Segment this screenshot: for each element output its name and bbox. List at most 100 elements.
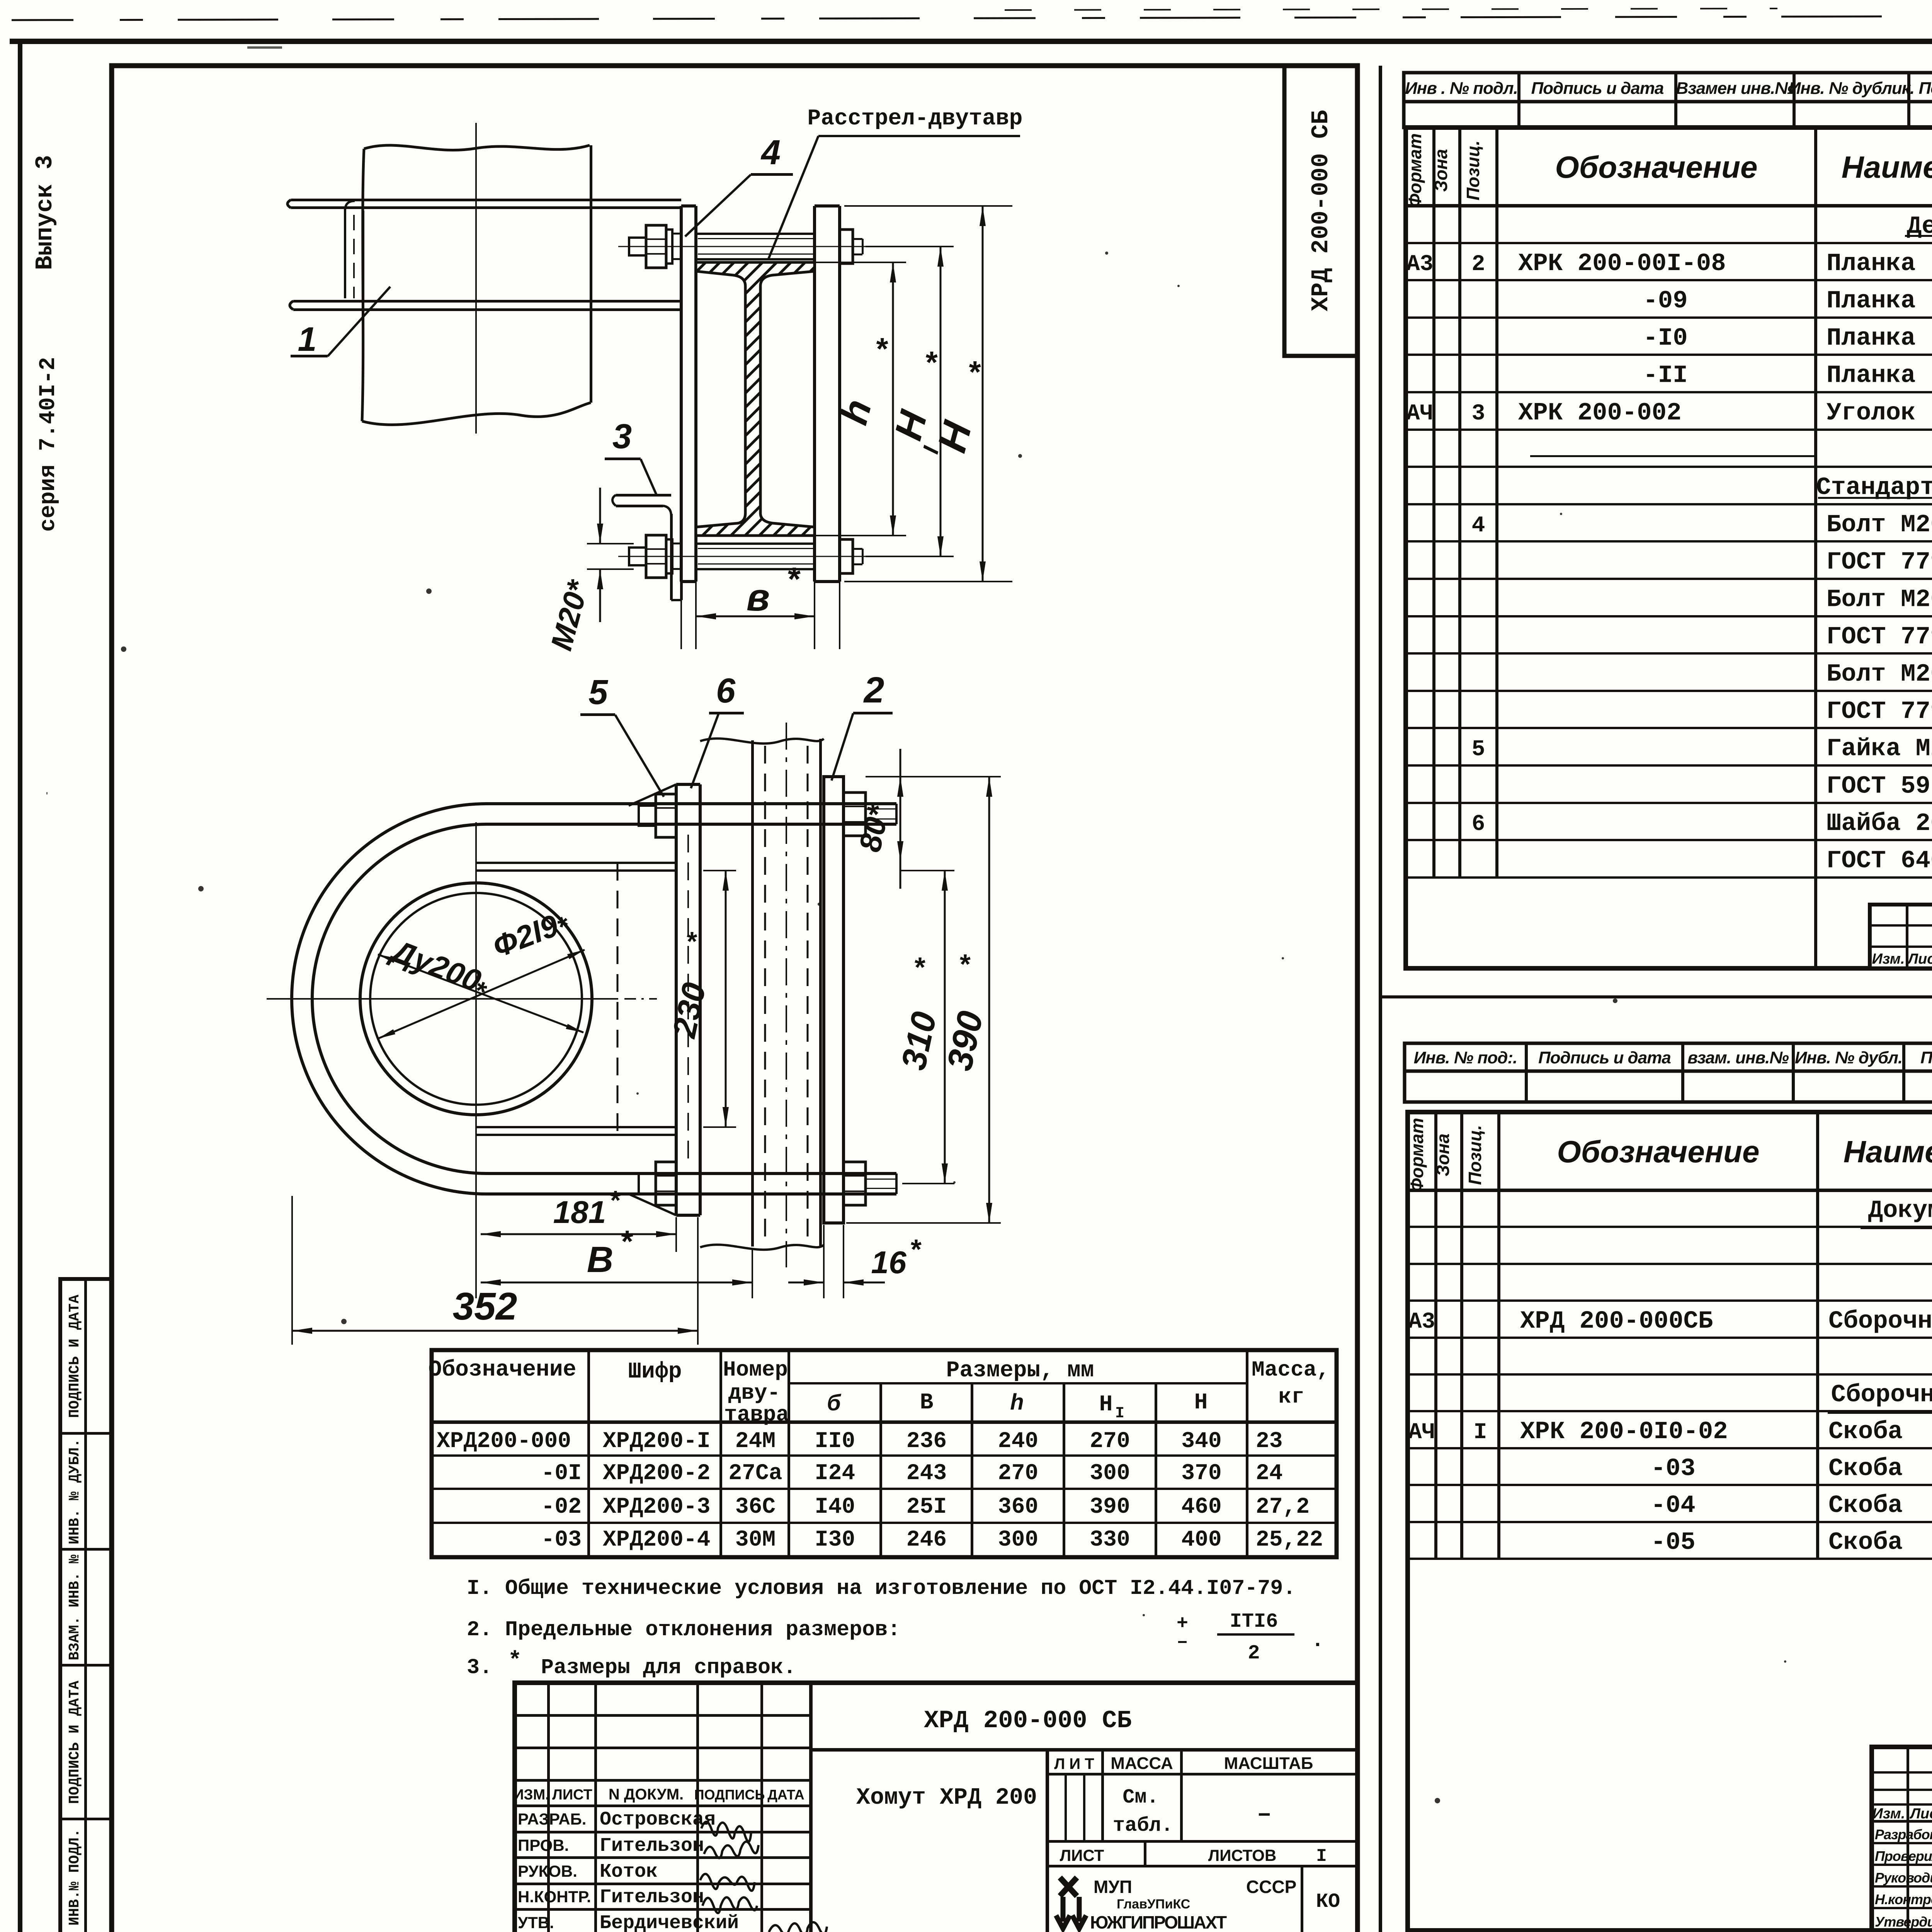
svg-text:Взамен инв.№: Взамен инв.№ <box>1676 79 1794 98</box>
svg-text:1: 1 <box>298 320 317 358</box>
svg-text:240: 240 <box>998 1429 1038 1454</box>
svg-text:Выпуск 3: Выпуск 3 <box>31 155 59 270</box>
svg-text:390: 390 <box>1090 1495 1130 1520</box>
svg-text:370: 370 <box>1181 1461 1221 1486</box>
svg-text:Шифр: Шифр <box>628 1359 682 1384</box>
svg-text:Проверил: Проверил <box>1875 1848 1932 1864</box>
svg-text:ЛИСТОВ: ЛИСТОВ <box>1208 1846 1277 1864</box>
svg-text:300: 300 <box>1090 1461 1130 1486</box>
svg-text:6: 6 <box>716 672 736 710</box>
svg-text:2: 2 <box>863 670 884 711</box>
svg-text:Н: Н <box>1099 1392 1113 1417</box>
svg-text:КО: КО <box>1316 1890 1340 1913</box>
svg-text:4: 4 <box>760 133 781 172</box>
svg-text:ИЗМ.: ИЗМ. <box>513 1787 549 1803</box>
svg-text:Скоба: Скоба <box>1828 1529 1903 1557</box>
svg-text:3: 3 <box>1472 401 1485 427</box>
svg-text:27,2: 27,2 <box>1256 1495 1310 1520</box>
svg-text:РУКОВ.: РУКОВ. <box>518 1862 577 1880</box>
svg-text:Н: Н <box>1194 1390 1208 1415</box>
svg-text:Формат: Формат <box>1407 1118 1427 1192</box>
svg-text:Скоба: Скоба <box>1828 1418 1903 1446</box>
svg-text:ХРД200-3: ХРД200-3 <box>603 1495 710 1520</box>
svg-text:Гайка М20.8.0I9: Гайка М20.8.0I9 <box>1827 735 1932 763</box>
svg-text:Л И Т: Л И Т <box>1054 1755 1094 1772</box>
svg-text:-0I: -0I <box>541 1461 582 1486</box>
svg-text:243: 243 <box>906 1461 947 1486</box>
svg-text:Изм.: Изм. <box>1872 951 1905 967</box>
svg-text:Подпись и дата: Подпись и дата <box>1538 1048 1671 1067</box>
svg-text:27Са: 27Са <box>728 1461 782 1486</box>
svg-text:Уголок: Уголок <box>1827 400 1915 427</box>
svg-text:Позиц.: Позиц. <box>1463 140 1483 200</box>
svg-text:ХРК 200-00I-08: ХРК 200-00I-08 <box>1518 250 1726 278</box>
svg-text:Документация: Документация <box>1868 1197 1932 1225</box>
svg-text:24М: 24М <box>735 1429 776 1454</box>
svg-text:–: – <box>1177 1631 1188 1653</box>
svg-text:-II: -II <box>1643 362 1687 390</box>
svg-text:30М: 30М <box>735 1527 776 1553</box>
svg-text:ЛИСТ: ЛИСТ <box>552 1787 592 1803</box>
svg-text:Шайба 20.65Г.0I9: Шайба 20.65Г.0I9 <box>1827 810 1932 838</box>
svg-text:246: 246 <box>906 1527 947 1553</box>
svg-text:АЧ: АЧ <box>1408 1420 1435 1445</box>
svg-text:Инв. № дубл.: Инв. № дубл. <box>1795 1048 1902 1067</box>
svg-text:300: 300 <box>998 1527 1038 1553</box>
svg-text:270: 270 <box>998 1461 1038 1486</box>
svg-text:Лист: Лист <box>1909 1806 1932 1822</box>
svg-text:I24: I24 <box>815 1461 855 1486</box>
svg-text:ГОСТ 59I5-70: ГОСТ 59I5-70 <box>1827 773 1932 801</box>
svg-text:N ДОКУМ.: N ДОКУМ. <box>609 1786 684 1803</box>
svg-text:ГОСТ 7796-70: ГОСТ 7796-70 <box>1827 623 1932 651</box>
svg-text:ИНВ. № ДУБЛ.: ИНВ. № ДУБЛ. <box>66 1439 83 1544</box>
svg-text:2: 2 <box>1472 252 1485 277</box>
svg-text:Инв. № под:.: Инв. № под:. <box>1414 1048 1517 1067</box>
svg-text:ПРОВ.: ПРОВ. <box>518 1836 569 1854</box>
svg-text:Болт М20хI90.66.0I9: Болт М20хI90.66.0I9 <box>1827 586 1932 614</box>
svg-text:352: 352 <box>453 1285 517 1328</box>
svg-text:Формат: Формат <box>1405 133 1425 207</box>
svg-text:-I0: -I0 <box>1643 325 1687 352</box>
svg-text:дву-: дву- <box>728 1381 780 1405</box>
svg-text:ХРД 200-000 СБ: ХРД 200-000 СБ <box>924 1707 1132 1735</box>
svg-text:Планка: Планка <box>1827 325 1915 352</box>
svg-text:МУП: МУП <box>1094 1877 1132 1897</box>
svg-text:-09: -09 <box>1643 287 1687 315</box>
svg-text:ХРК 200-0I0-02: ХРК 200-0I0-02 <box>1520 1418 1728 1446</box>
svg-text:кг: кг <box>1278 1384 1304 1409</box>
svg-text:ПОДПИСЬ: ПОДПИСЬ <box>694 1787 765 1803</box>
svg-text:АЧ: АЧ <box>1406 401 1434 427</box>
svg-text:5: 5 <box>1472 737 1485 762</box>
svg-text:.: . <box>1311 1628 1324 1653</box>
svg-text:*: * <box>910 1234 922 1265</box>
svg-text:330: 330 <box>1090 1527 1130 1553</box>
svg-text:А3: А3 <box>1408 1310 1435 1335</box>
svg-text:ХРД 200-000СБ: ХРД 200-000СБ <box>1520 1308 1713 1335</box>
svg-text:Гительзон: Гительзон <box>600 1835 704 1857</box>
svg-text:МАСШТАБ: МАСШТАБ <box>1224 1754 1313 1773</box>
svg-text:ПОДПИСЬ И ДАТА: ПОДПИСЬ И ДАТА <box>66 1680 83 1804</box>
svg-text:Сборочный чертеж: Сборочный чертеж <box>1828 1308 1932 1335</box>
svg-text:Н.контрол: Н.контрол <box>1875 1891 1932 1907</box>
svg-text:Хомут ХРД 200: Хомут ХРД 200 <box>856 1785 1037 1811</box>
svg-text:Наименование: Наименование <box>1842 150 1932 184</box>
svg-text:h: h <box>1010 1389 1024 1415</box>
svg-text:ГОСТ 7796-70: ГОСТ 7796-70 <box>1827 698 1932 726</box>
svg-text:Масса,: Масса, <box>1252 1357 1330 1382</box>
svg-text:РАЗРАБ.: РАЗРАБ. <box>518 1810 586 1828</box>
svg-text:тавра: тавра <box>724 1402 789 1427</box>
svg-text:ГОСТ 6402-70: ГОСТ 6402-70 <box>1827 847 1932 875</box>
svg-text:Инв. № дублик.: Инв. № дублик. <box>1789 79 1915 98</box>
svg-text:I: I <box>1115 1405 1124 1422</box>
svg-text:*: * <box>913 952 925 983</box>
svg-text:ХРД200-2: ХРД200-2 <box>603 1461 710 1486</box>
svg-text:23: 23 <box>1256 1429 1283 1454</box>
svg-text:IТI6: IТI6 <box>1230 1610 1278 1633</box>
svg-text:I40: I40 <box>815 1495 855 1520</box>
svg-text:Расстрел-двутавр: Расстрел-двутавр <box>808 106 1023 131</box>
svg-text:б: б <box>827 1390 842 1415</box>
svg-text:в: в <box>747 576 770 619</box>
svg-text:25,22: 25,22 <box>1256 1527 1323 1553</box>
svg-text:*: * <box>609 1185 621 1215</box>
svg-text:Подпись и дата: Подпись и дата <box>1920 1048 1932 1067</box>
